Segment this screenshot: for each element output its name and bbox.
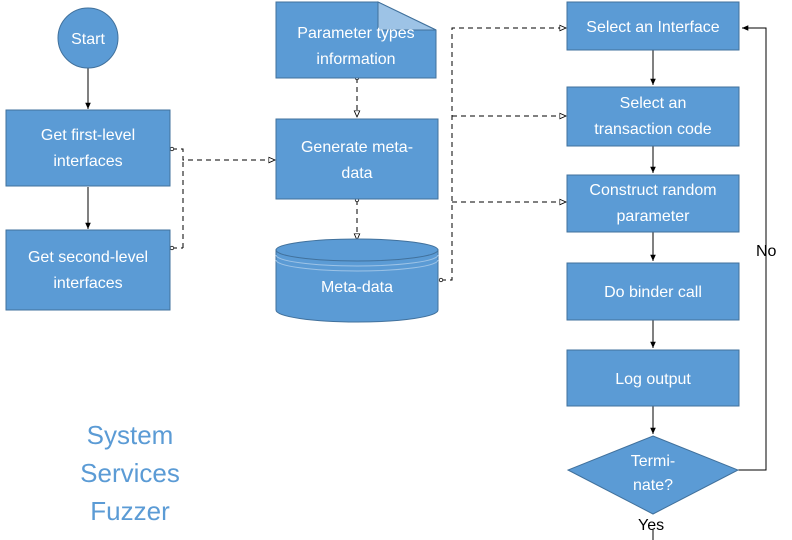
node-terminate-line-2: nate? — [633, 477, 673, 494]
edge-label-no: No — [756, 243, 777, 260]
node-construct-parameter-line-2: parameter — [617, 208, 691, 225]
title-line-3: Fuzzer — [90, 496, 170, 526]
node-terminate-line-1: Termi- — [631, 453, 675, 470]
node-generate-metadata-line-1: Generate meta- — [301, 139, 413, 156]
node-log-output-label: Log output — [615, 371, 691, 388]
node-get-first-level: Get first-level interfaces — [5, 109, 171, 187]
node-metadata-label: Meta-data — [321, 279, 393, 296]
node-get-second-level-line-2: interfaces — [53, 275, 122, 292]
node-binder-call: Do binder call — [566, 262, 740, 321]
node-parameter-types: Parameter types information — [275, 1, 437, 79]
edge-terminate-no-loop — [738, 25, 767, 471]
node-binder-call-label: Do binder call — [604, 284, 702, 301]
node-generate-metadata: Generate meta- data — [275, 118, 439, 200]
node-parameter-types-line-2: information — [316, 51, 395, 68]
node-get-second-level-line-1: Get second-level — [28, 249, 148, 266]
diagram-title: System Services Fuzzer — [80, 420, 180, 526]
node-log-output: Log output — [566, 349, 740, 407]
node-construct-parameter: Construct random parameter — [566, 174, 740, 233]
edge-first-level-to-generate — [172, 149, 275, 160]
node-start: Start — [57, 7, 119, 69]
node-select-transaction-line-2: transaction code — [594, 121, 712, 138]
solid-edges — [85, 25, 767, 540]
edge-label-yes: Yes — [638, 517, 664, 534]
node-start-label: Start — [71, 31, 105, 48]
node-metadata-store: Meta-data — [275, 238, 439, 323]
node-terminate-decision: Termi- nate? — [566, 435, 740, 515]
node-parameter-types-line-1: Parameter types — [297, 25, 414, 42]
node-select-interface-label: Select an Interface — [586, 19, 720, 36]
node-get-first-level-line-2: interfaces — [53, 153, 122, 170]
title-line-1: System — [87, 420, 174, 450]
dashed-edges — [169, 28, 566, 280]
node-get-first-level-line-1: Get first-level — [41, 127, 135, 144]
node-select-transaction-line-1: Select an — [620, 95, 687, 112]
title-line-2: Services — [80, 458, 180, 488]
node-construct-parameter-line-1: Construct random — [589, 182, 716, 199]
node-select-transaction: Select an transaction code — [566, 86, 740, 147]
node-select-interface: Select an Interface — [566, 1, 740, 51]
node-get-second-level: Get second-level interfaces — [5, 229, 171, 311]
node-generate-metadata-line-2: data — [341, 165, 372, 182]
edge-metadata-to-interface — [441, 28, 566, 280]
